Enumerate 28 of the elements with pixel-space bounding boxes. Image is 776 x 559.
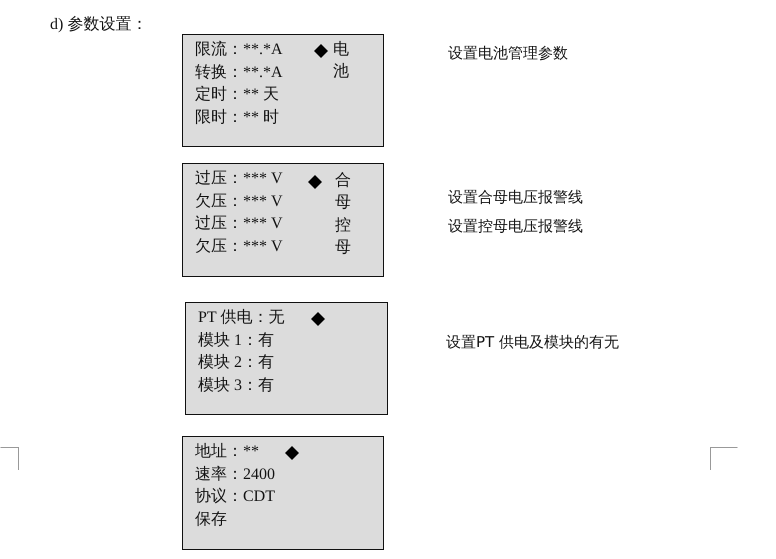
screen-box [182, 34, 384, 147]
menu-line: 欠压：*** V [195, 236, 283, 256]
menu-line: 转换：**.*A [195, 62, 283, 82]
menu-line: 保存 [195, 510, 227, 530]
menu-line: 定时：** 天 [195, 85, 279, 105]
menu-line: 速率：2400 [195, 464, 275, 484]
description-text: 设置PT 供电及模块的有无 [446, 332, 619, 352]
description-text: 设置电池管理参数 [448, 43, 568, 63]
menu-line: 协议：CDT [195, 487, 275, 507]
screen-box [182, 436, 384, 550]
screen-box [185, 302, 388, 415]
menu-line: 模块 3：有 [198, 376, 274, 396]
description-text: 设置控母电压报警线 [448, 216, 583, 236]
screen-box [182, 163, 384, 277]
section-heading: d) 参数设置： [50, 15, 148, 35]
vertical-label: 合母 [335, 171, 352, 213]
menu-line: 过压：*** V [195, 214, 283, 234]
menu-line: 模块 1：有 [198, 330, 274, 350]
menu-line: 限流：**.*A [195, 40, 283, 60]
menu-line: 地址：** [195, 442, 259, 462]
menu-line: 限时：** 时 [195, 108, 279, 128]
menu-line: PT 供电：无 [198, 308, 284, 328]
menu-line: 过压：*** V [195, 169, 283, 189]
vertical-label: 控母 [335, 216, 352, 258]
menu-line: 模块 2：有 [198, 353, 274, 373]
description-text: 设置合母电压报警线 [448, 187, 583, 207]
vertical-label: 电池 [333, 40, 350, 82]
menu-line: 欠压：*** V [195, 192, 283, 212]
